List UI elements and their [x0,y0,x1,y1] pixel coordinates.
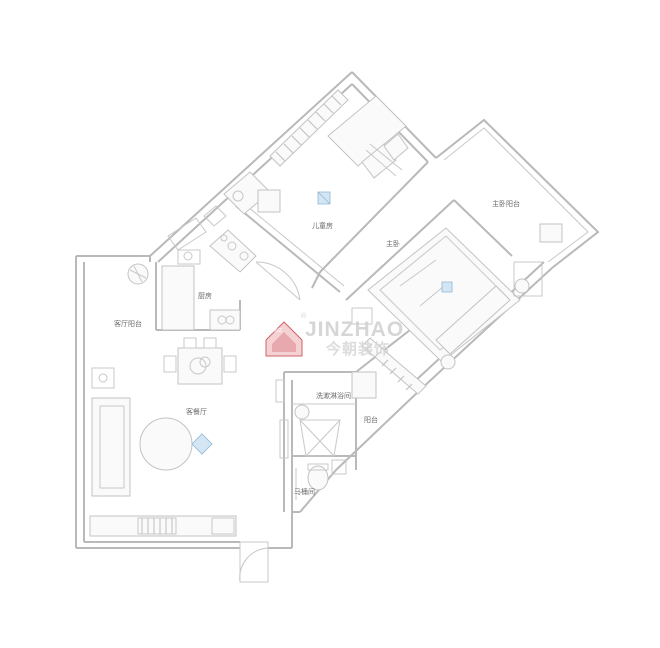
living-room-furniture [89,397,237,537]
label-kitchen: 厨房 [198,291,212,300]
master-balcony-furniture [513,223,563,297]
bathroom-fixtures [275,371,377,500]
watermark-english: JINZHAO [305,318,404,341]
svg-text:JINZ: JINZ [271,328,283,334]
jinzhao-logo-icon: JINZ [265,321,303,357]
label-living-dining: 客餐厅 [186,407,207,416]
master-bedroom-furniture [311,227,530,395]
dining-set [163,337,237,385]
watermark: JINZ JINZHAO ® 今朝装饰 [265,312,404,358]
label-master-bedroom: 主卧 [386,239,400,248]
living-balcony-furniture [91,263,149,389]
room-labels: 儿童房 主卧阳台 主卧 厨房 客厅阳台 客餐厅 洗漱淋浴间 马桶间 阳台 [114,199,520,496]
kitchen-furniture [161,217,301,331]
label-children-room: 儿童房 [312,221,333,230]
living-room-tile [191,433,213,455]
registered-mark: ® [300,312,307,320]
label-master-balcony: 主卧阳台 [492,199,520,208]
label-shower-room: 洗漱淋浴间 [316,391,351,400]
master-bedroom-tile [441,281,453,293]
outer-walls [75,71,600,549]
watermark-chinese: 今朝装饰 [325,340,390,358]
label-small-mark: 阳台 [364,415,378,424]
children-room-furniture [203,89,409,227]
label-toilet-room: 马桶间 [294,487,315,496]
label-living-balcony: 客厅阳台 [114,319,142,328]
